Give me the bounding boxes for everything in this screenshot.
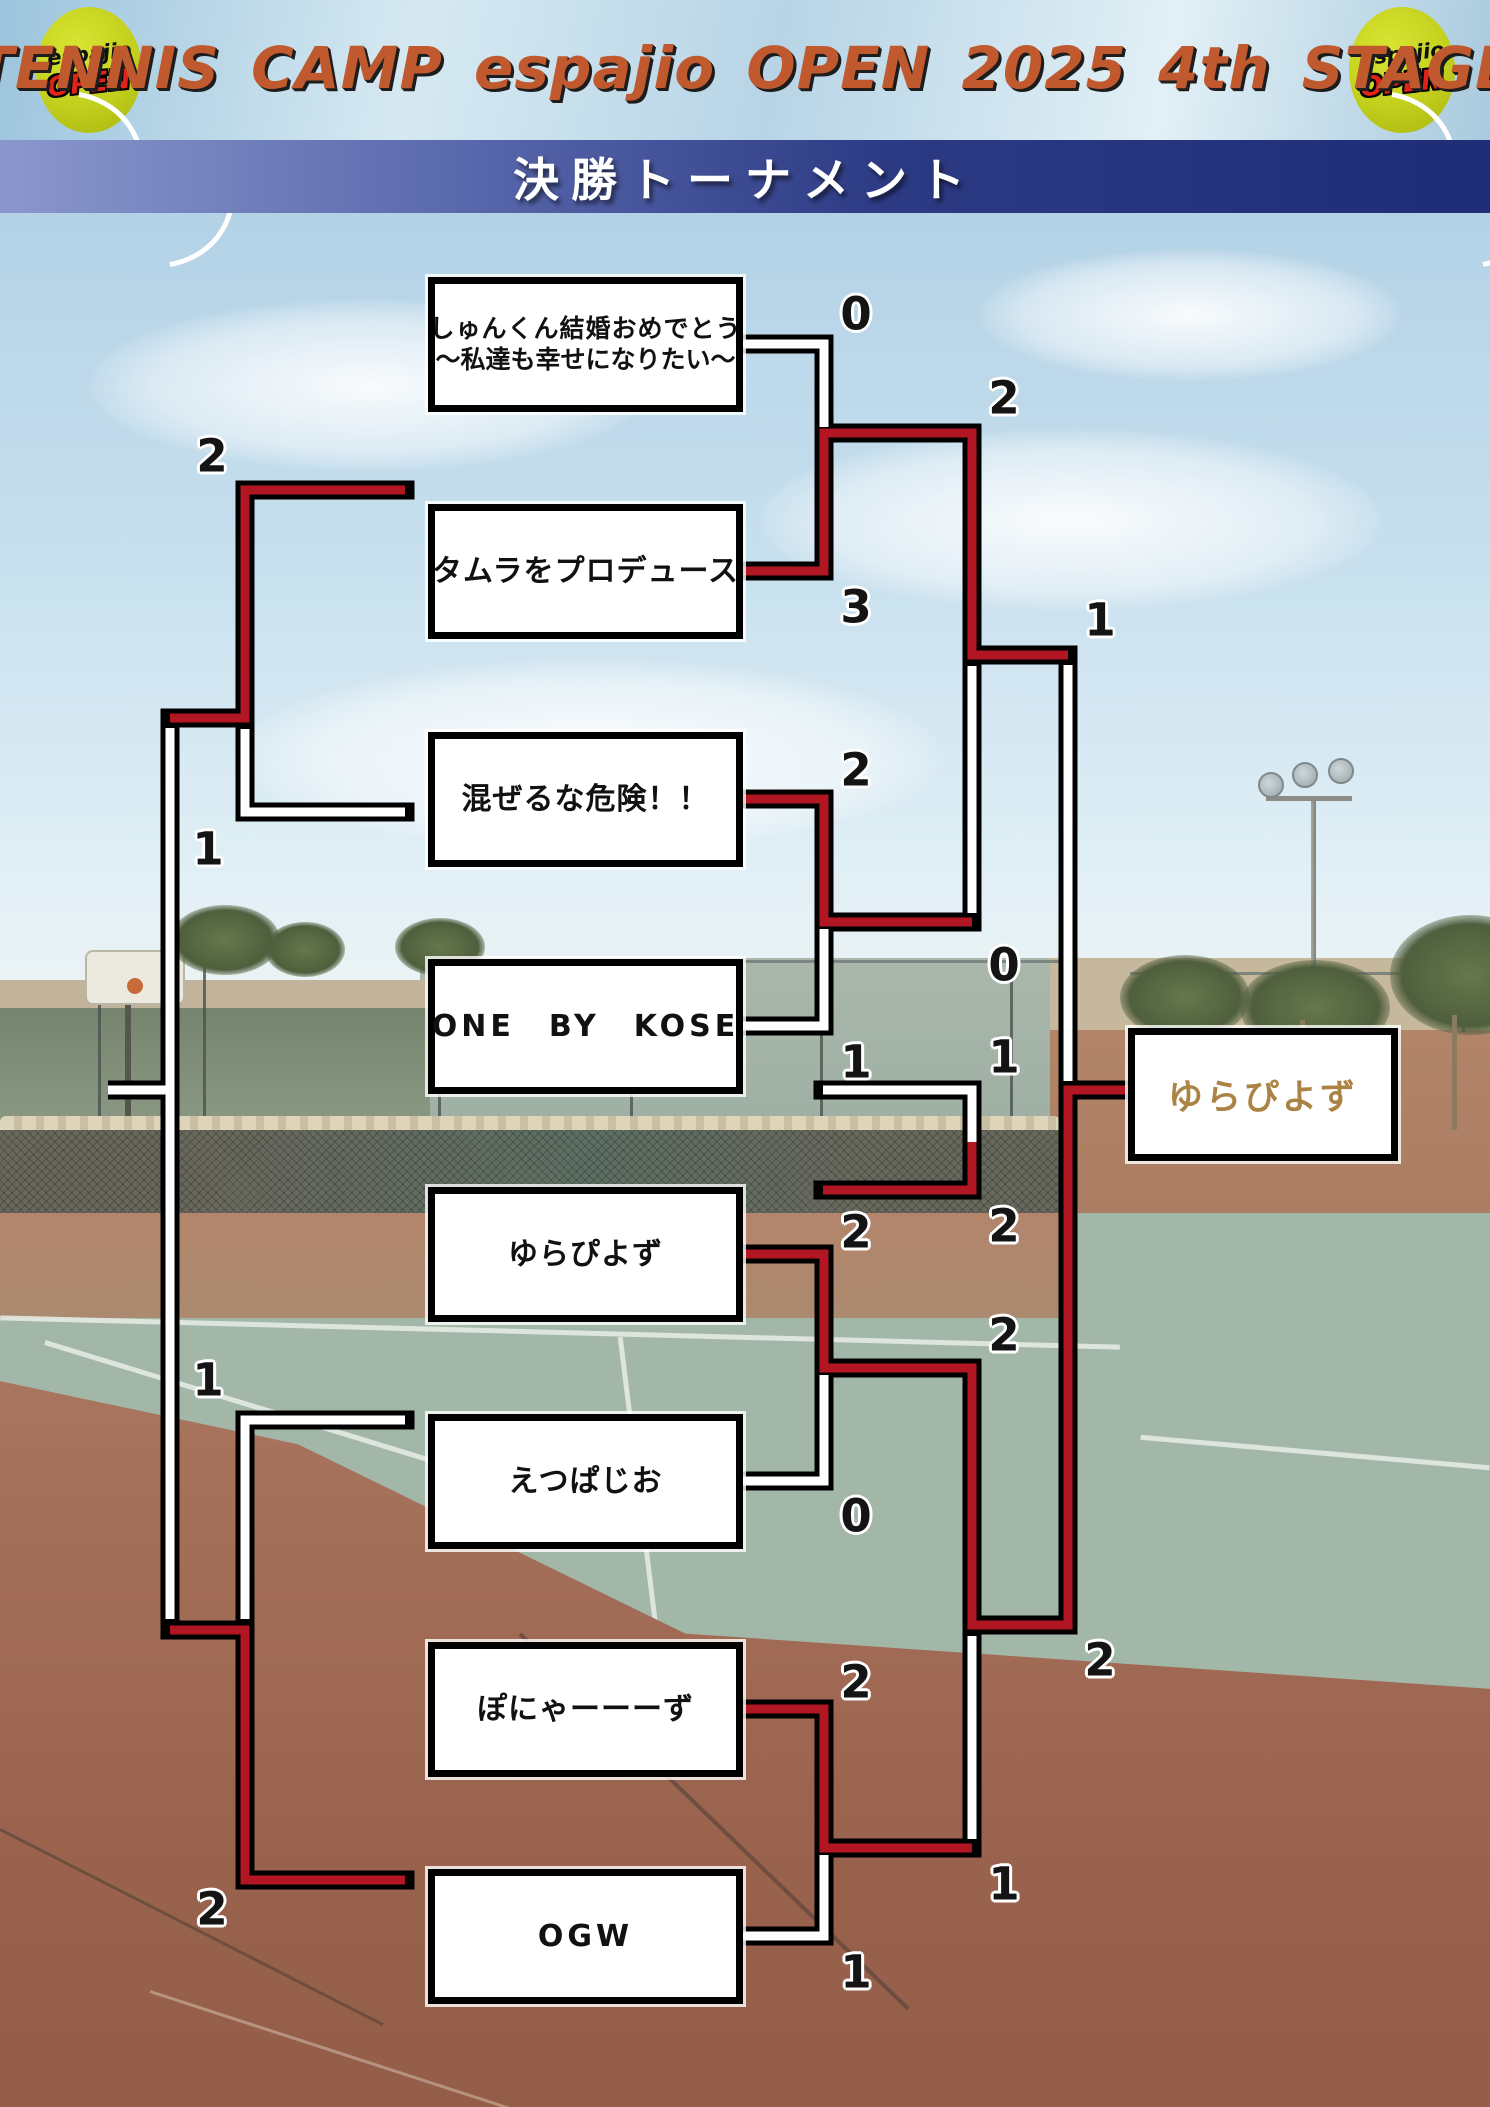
- team-name-line2: ～私達も幸せになりたい～: [435, 344, 736, 374]
- team-box-4: ONE BY KOSE: [428, 959, 743, 1094]
- team-box-3: 混ぜるな危険！！: [428, 732, 743, 867]
- score-sf2-bottom: 1: [988, 1857, 1020, 1911]
- team-name: 混ぜるな危険！！: [461, 781, 710, 817]
- score-final-top: 1: [988, 1030, 1020, 1084]
- score-left-bottom-match-bottom: 2: [196, 1882, 228, 1936]
- palm-tree: [265, 922, 345, 977]
- team-name: しゅんくん結婚おめでとう: [429, 313, 742, 343]
- team-name: タムラをプロデュース: [432, 553, 739, 589]
- green-wall: [0, 1008, 430, 1120]
- floodlight-pole: [1311, 800, 1316, 1028]
- palm-tree: [1120, 955, 1250, 1040]
- champion-box: ゆらぴよず: [1128, 1028, 1398, 1161]
- cloud: [760, 430, 1380, 610]
- team-name: ぽにゃーーーず: [477, 1691, 694, 1727]
- header-sky-background: [0, 0, 1490, 140]
- team-name: ONE BY KOSE: [431, 1008, 740, 1044]
- score-qf4-top: 2: [840, 1655, 872, 1709]
- tennis-ball-logo-right-icon: espajio OPEN: [1349, 7, 1455, 133]
- score-sf1-top: 2: [988, 371, 1020, 425]
- score-final-bottom-carry: 2: [1084, 1633, 1116, 1687]
- score-left-top-match-top: 2: [196, 429, 228, 483]
- score-left-bottom-match-top: 1: [192, 1353, 224, 1407]
- team-name: ゆらぴよず: [508, 1236, 663, 1272]
- wall-top: [0, 980, 430, 1010]
- round-title-bar: 決勝トーナメント: [0, 140, 1490, 213]
- score-qf1-top: 0: [840, 287, 872, 341]
- event-title: TENNIS CAMP espajio OPEN 2025 4th STAGE: [0, 34, 1490, 102]
- team-name: OGW: [537, 1918, 634, 1954]
- team-box-6: えつぱじお: [428, 1414, 743, 1549]
- score-left-top-match-bottom: 1: [192, 822, 224, 876]
- score-qf2-bottom: 1: [840, 1035, 872, 1089]
- cloud: [980, 250, 1400, 380]
- fence-post: [203, 962, 206, 1130]
- team-box-2: タムラをプロデュース: [428, 504, 743, 639]
- fence-post: [820, 960, 823, 1130]
- floodlight-lamp: [1292, 762, 1318, 788]
- team-box-1: しゅんくん結婚おめでとう ～私達も幸せになりたい～: [428, 277, 743, 412]
- score-qf4-bottom: 1: [840, 1945, 872, 1999]
- team-box-7: ぽにゃーーーず: [428, 1642, 743, 1777]
- floodlight-lamp: [1328, 758, 1354, 784]
- floodlight-arm: [1266, 796, 1352, 801]
- score-final-top-carry: 1: [1084, 593, 1116, 647]
- champion-name: ゆらぴよず: [1167, 1078, 1358, 1118]
- basketball-hoop: [127, 978, 143, 994]
- round-title: 決勝トーナメント: [513, 152, 977, 207]
- floodlight-lamp: [1258, 772, 1284, 798]
- fence-post: [1010, 962, 1013, 1130]
- score-qf3-top: 2: [840, 1205, 872, 1259]
- score-sf1-bottom: 0: [988, 938, 1020, 992]
- team-box-5: ゆらぴよず: [428, 1187, 743, 1322]
- basketball-pole: [125, 1005, 131, 1125]
- score-qf3-bottom: 0: [840, 1489, 872, 1543]
- fence-post: [98, 958, 101, 1130]
- score-qf1-bottom: 3: [840, 580, 872, 634]
- tennis-ball-logo-left-icon: espajio OPEN: [36, 7, 142, 133]
- wall-stones: [0, 1116, 1060, 1132]
- score-qf2-top: 2: [840, 743, 872, 797]
- team-name: えつぱじお: [508, 1463, 663, 1499]
- palm-trunk: [1452, 1015, 1457, 1130]
- palm-tree: [170, 905, 280, 975]
- team-box-8: OGW: [428, 1869, 743, 2004]
- score-sf2-top: 2: [988, 1308, 1020, 1362]
- score-final-bottom: 2: [988, 1199, 1020, 1253]
